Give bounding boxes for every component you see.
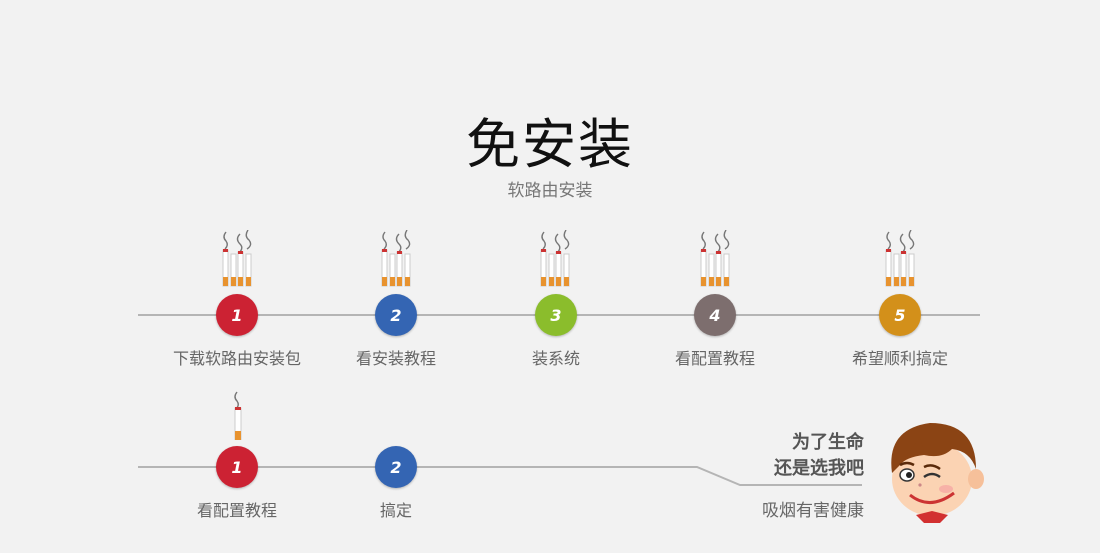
slogan-line2: 还是选我吧 [774,458,864,479]
winking-boy-icon [891,423,984,523]
cigarette-icon [234,391,242,440]
step-label: 下载软路由安装包 [172,349,301,368]
cigarette-icon [700,230,730,287]
step-circle: 2 [375,446,417,488]
health-warning: 吸烟有害健康 [762,501,864,521]
cigarette-icon [885,230,915,287]
cigarette-icon [540,230,570,287]
step-circle: 4 [694,294,736,336]
cigarette-icon [222,230,252,287]
step-circle: 3 [535,294,577,336]
step-label: 看安装教程 [355,349,436,368]
page-title: 免安装 [466,113,634,176]
step-circle: 1 [216,446,258,488]
step-label: 搞定 [379,501,412,520]
step-circle: 1 [216,294,258,336]
page-subtitle: 软路由安装 [507,181,593,201]
step-circle: 5 [879,294,921,336]
step-label: 装系统 [531,349,580,368]
step-label: 看配置教程 [196,501,277,520]
step-label: 希望顺利搞定 [851,349,948,368]
slogan-line1: 为了生命 [792,432,864,453]
step-circle: 2 [375,294,417,336]
cigarette-icon [381,230,411,287]
step-label: 看配置教程 [674,349,755,368]
